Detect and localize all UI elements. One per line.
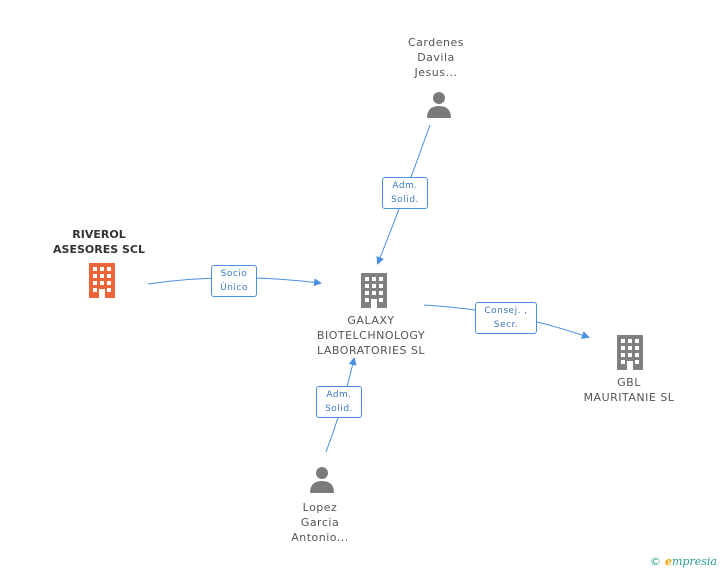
edge-label-riverol-galaxy[interactable]: Socio Único: [211, 265, 257, 297]
node-label-line: RIVEROL: [72, 228, 126, 241]
copyright-symbol: ©: [650, 555, 661, 568]
node-label-riverol[interactable]: RIVEROL ASESORES SCL: [40, 227, 158, 257]
node-label-gbl[interactable]: GBL MAURITANIE SL: [574, 375, 684, 405]
node-label-line: GBL: [617, 376, 641, 389]
node-label-line: GALAXY: [347, 314, 395, 327]
brand-initial: e: [665, 555, 672, 568]
node-label-line: Cardenes: [408, 36, 464, 49]
edge-label-line: Adm.: [392, 181, 418, 191]
edge-label-line: Solid.: [391, 195, 419, 205]
building-icon[interactable]: [614, 334, 646, 370]
node-label-line: BIOTELCHNOLOGY: [316, 329, 426, 342]
node-label-line: ASESORES SCL: [53, 243, 145, 256]
building-icon[interactable]: [86, 262, 118, 298]
node-label-lopez[interactable]: Lopez Garcia Antonio...: [272, 500, 368, 545]
node-label-line: Garcia: [300, 516, 340, 529]
edge-label-line: Único: [220, 283, 248, 293]
edge-label-line: Adm.: [326, 390, 352, 400]
node-label-line: Antonio...: [291, 531, 349, 544]
edge-label-cardenes-galaxy[interactable]: Adm. Solid.: [382, 177, 428, 209]
brand-watermark: © empresia: [650, 555, 717, 568]
person-icon[interactable]: [308, 465, 336, 493]
edge-label-line: Secr.: [493, 320, 519, 330]
edge-label-line: Solid.: [325, 404, 353, 414]
edge-label-line: Socio: [220, 269, 248, 279]
edge-label-lopez-galaxy[interactable]: Adm. Solid.: [316, 386, 362, 418]
node-label-line: Jesus...: [414, 66, 458, 79]
node-label-line: LABORATORIES SL: [316, 344, 426, 357]
node-label-cardenes[interactable]: Cardenes Davila Jesus...: [388, 35, 484, 80]
node-label-line: Lopez: [302, 501, 338, 514]
person-icon[interactable]: [425, 90, 453, 118]
node-label-line: Davila: [417, 51, 455, 64]
node-label-galaxy[interactable]: GALAXY BIOTELCHNOLOGY LABORATORIES SL: [306, 313, 436, 358]
edge-label-galaxy-gbl[interactable]: Consej. , Secr.: [475, 302, 537, 334]
edge-label-line: Consej. ,: [484, 306, 528, 316]
node-label-line: MAURITANIE SL: [583, 391, 675, 404]
building-icon[interactable]: [358, 272, 390, 308]
brand-name: mpresia: [672, 555, 717, 568]
